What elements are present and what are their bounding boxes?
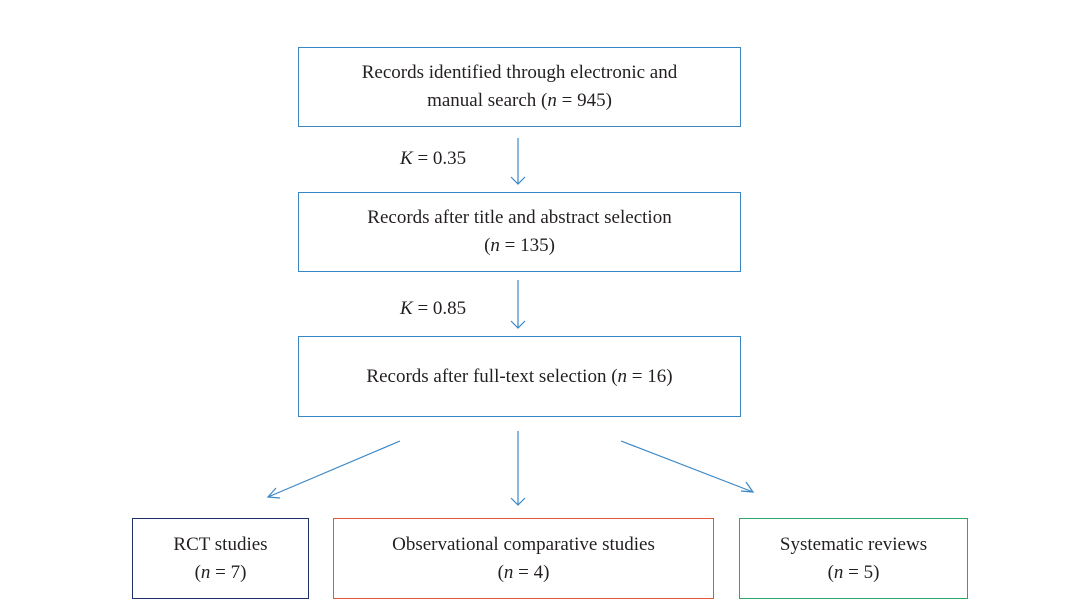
observational-box: Observational comparative studies (n = 4… [333,518,714,599]
arrow-left [267,440,401,498]
systematic-box: Systematic reviews (n = 5) [739,518,968,599]
arrow-center-head [510,497,526,506]
systematic-line2: (n = 5) [827,561,880,583]
arrow-right [620,440,754,493]
rct-line2: (n = 7) [194,561,247,583]
observational-line2: (n = 4) [497,561,550,583]
observational-line1: Observational comparative studies [392,533,655,555]
arrow-2-head [510,320,526,329]
rct-box: RCT studies (n = 7) [132,518,309,599]
title-abstract-box: Records after title and abstract selecti… [298,192,741,272]
arrow-1-head [510,176,526,185]
arrow-right-head [740,481,755,493]
systematic-line1: Systematic reviews [779,533,928,555]
full-text-line1: Records after full-text selection (n = 1… [366,365,673,387]
identified-line1: Records identified through electronic an… [361,62,678,83]
identified-line2: manual search (n = 945) [427,90,612,111]
full-text-box: Records after full-text selection (n = 1… [298,336,741,417]
kappa-label-1: K = 0.35 [400,148,467,169]
identified-box: Records identified through electronic an… [298,47,741,127]
rct-line1: RCT studies [173,533,268,555]
kappa-label-2: K = 0.85 [400,298,467,319]
title-abstract-line1: Records after title and abstract selecti… [367,207,672,228]
title-abstract-line2: (n = 135) [484,235,555,256]
arrow-left-head [266,487,281,499]
